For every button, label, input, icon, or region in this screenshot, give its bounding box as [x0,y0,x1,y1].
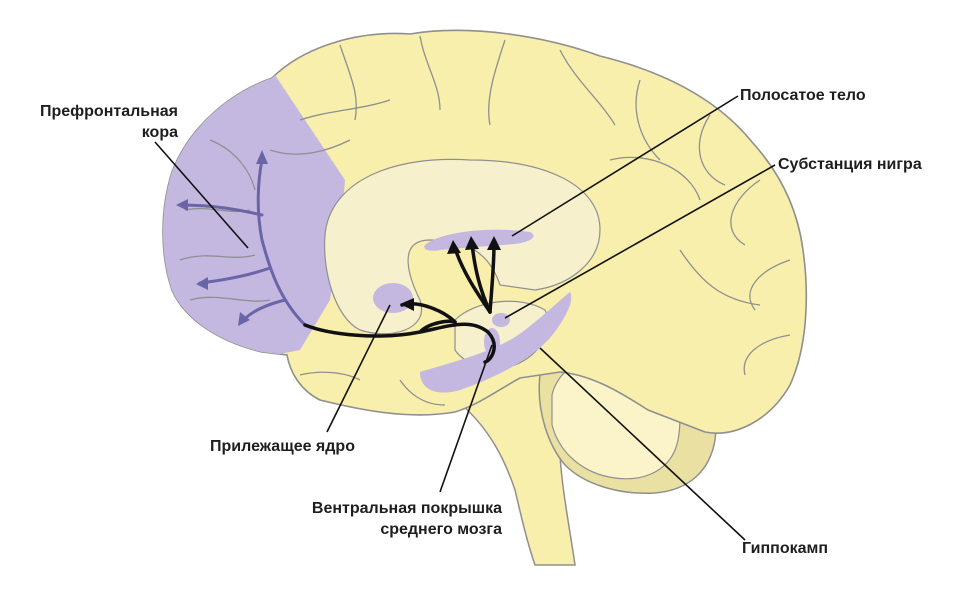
arrowhead-icon [400,236,501,311]
label-nucleus-accumbens: Прилежащее ядро [210,438,355,455]
label-vta-line1: Вентральная покрышка [311,500,502,517]
sulci-lines [179,35,791,406]
leader-lines [154,95,776,541]
nucleus-accumbens-region [373,283,413,313]
hippocampus-region [420,292,572,393]
label-prefrontal-line1: Префронтальная [39,103,178,120]
label-hippocampus: Гиппокамп [742,540,829,557]
substantia-nigra-region [492,313,510,327]
label-vta: Вентральная покрышка среднего мозга [270,498,502,540]
label-substantia-nigra: Субстанция нигра [778,156,922,173]
label-striatum: Полосатое тело [740,87,866,104]
label-prefrontal-cortex: Префронтальная кора [10,101,178,143]
label-prefrontal-line2: кора [141,124,178,141]
label-vta-line2: среднего мозга [380,521,502,538]
arrowhead-icon [176,150,268,326]
